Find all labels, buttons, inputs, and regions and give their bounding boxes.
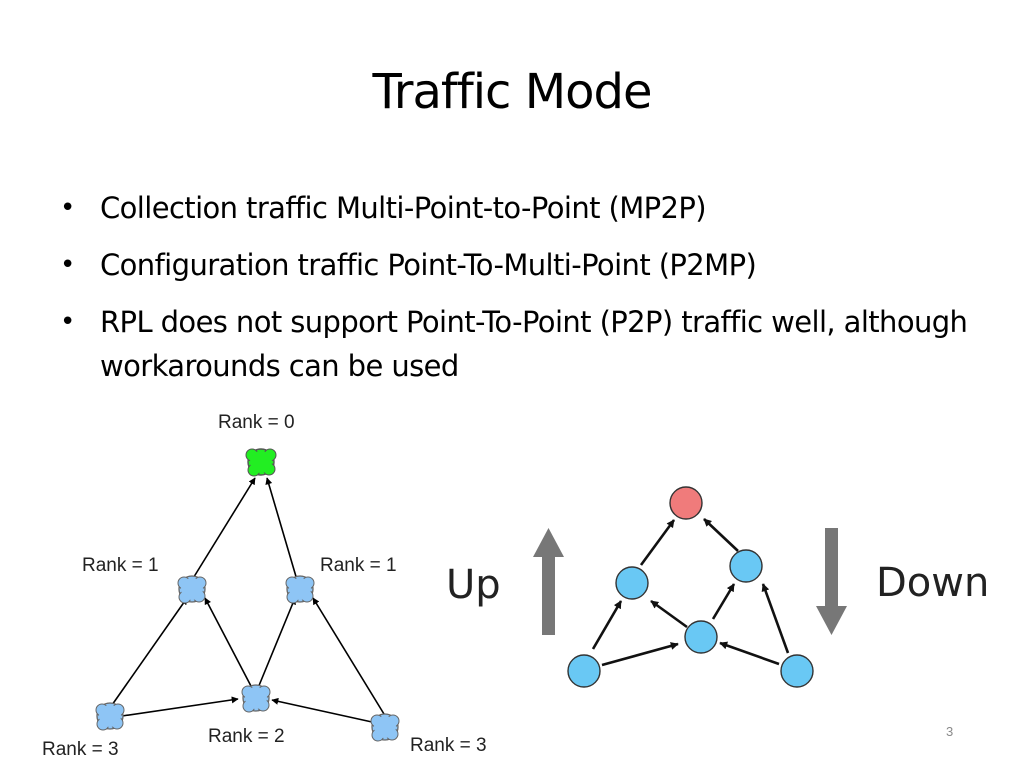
edge-arrow	[257, 597, 296, 689]
edge-arrow	[271, 697, 373, 723]
bullet-text: Configuration traffic Point-To-Multi-Poi…	[100, 248, 757, 282]
page-number: 3	[946, 724, 954, 739]
edge-arrow	[204, 597, 253, 689]
root-node	[245, 448, 277, 477]
label-rank-bottom-right: Rank = 3	[410, 735, 487, 756]
bullet-item: • Collection traffic Multi-Point-to-Poin…	[60, 186, 1000, 230]
edge-arrow	[191, 477, 256, 581]
edge-arrow	[650, 599, 688, 629]
bullet-text: RPL does not support Point-To-Point (P2P…	[100, 305, 968, 383]
rank-tree-diagram: Rank = 0 Rank = 1 Rank = 1 Rank = 3 Rank…	[42, 412, 487, 760]
label-rank-bottom-left: Rank = 3	[42, 739, 119, 760]
down-arrow-icon	[816, 528, 847, 635]
edge-arrow	[265, 477, 298, 581]
graph-node	[729, 549, 763, 583]
graph-node	[684, 620, 718, 654]
edge-arrow	[121, 696, 239, 717]
label-rank-bottom-center: Rank = 2	[208, 726, 285, 747]
rank3-node-left	[95, 702, 125, 731]
bullet-list: • Collection traffic Multi-Point-to-Poin…	[60, 186, 1000, 401]
edge-arrow	[591, 600, 623, 650]
edge-arrow	[711, 583, 736, 620]
edge-arrow	[719, 641, 780, 666]
up-down-diagram: Up	[446, 486, 989, 688]
rank1-node-left	[177, 575, 207, 604]
graph-node	[567, 654, 601, 688]
bullet-item: • Configuration traffic Point-To-Multi-P…	[60, 243, 1000, 287]
graph-node	[615, 566, 649, 600]
root-node	[669, 486, 703, 520]
rank1-node-right	[285, 575, 315, 604]
label-rank-right-mid: Rank = 1	[320, 555, 397, 576]
bullet-text: Collection traffic Multi-Point-to-Point …	[100, 191, 707, 225]
slide-title: Traffic Mode	[372, 64, 653, 120]
up-label: Up	[446, 562, 501, 608]
edge-arrow	[312, 597, 385, 715]
edge-arrow	[111, 597, 188, 706]
edge-arrow	[703, 518, 739, 552]
label-rank-left-mid: Rank = 1	[82, 555, 159, 576]
edge-arrow	[761, 583, 790, 654]
bullet-icon: •	[60, 307, 75, 337]
rank2-node	[241, 684, 271, 713]
down-label: Down	[876, 560, 989, 606]
edge-arrow	[601, 642, 679, 667]
bullet-icon: •	[60, 193, 75, 223]
up-arrow-icon	[533, 528, 564, 635]
bullet-icon: •	[60, 250, 75, 280]
rank3-node-right	[370, 713, 400, 742]
graph-node	[780, 654, 814, 688]
edge-arrow	[639, 519, 676, 566]
label-rank-root: Rank = 0	[218, 412, 295, 433]
bullet-item: • RPL does not support Point-To-Point (P…	[60, 300, 1000, 388]
